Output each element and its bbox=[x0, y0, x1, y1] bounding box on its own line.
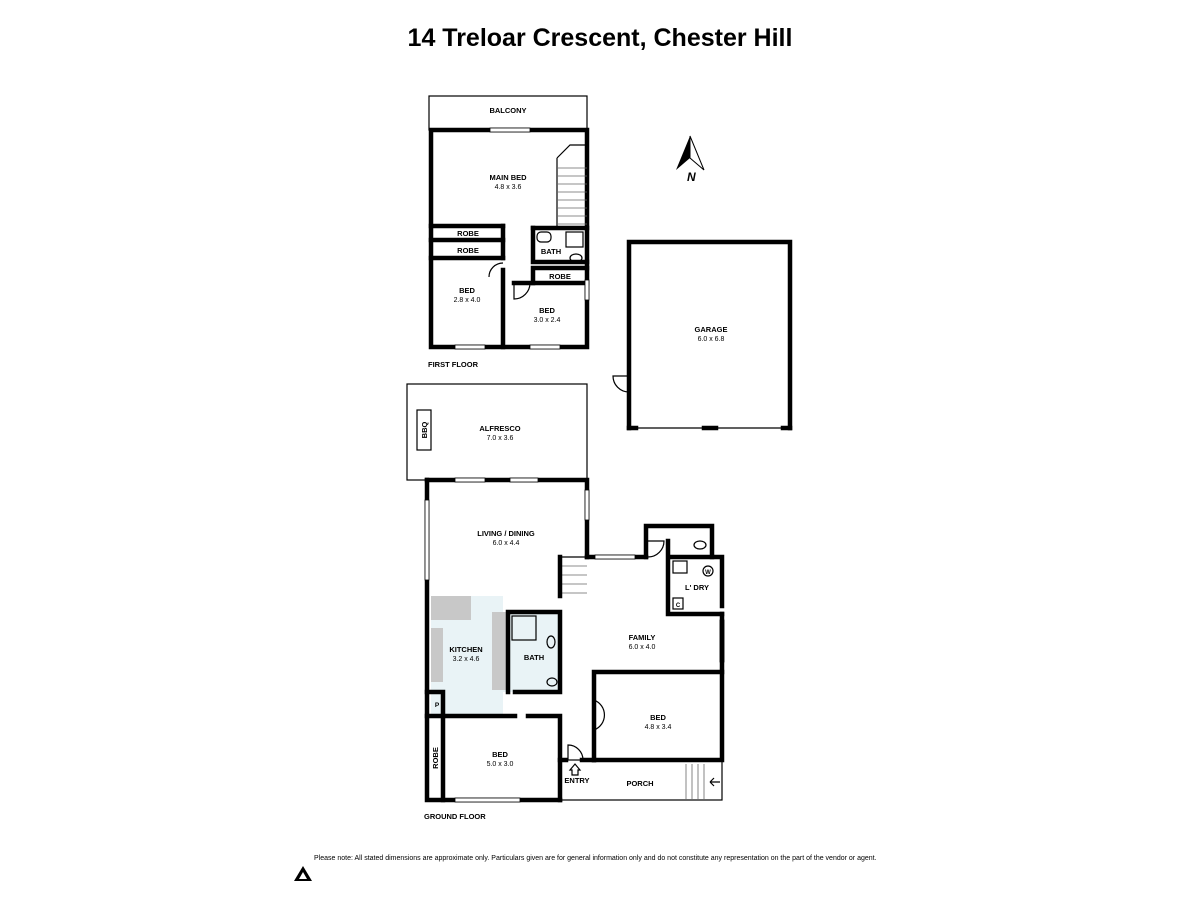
family-bed-wall bbox=[591, 611, 725, 763]
room-label-alfresco: ALFRESCO bbox=[479, 424, 520, 433]
room-label-bed: BED bbox=[650, 713, 666, 722]
room-dims-living-dining: 6.0 x 4.4 bbox=[493, 540, 520, 547]
room-label-entry: ENTRY bbox=[564, 776, 589, 785]
window bbox=[454, 344, 486, 350]
pantry-walls bbox=[424, 689, 446, 719]
agency-logo-icon bbox=[294, 866, 312, 881]
room-dims-bed: 2.8 x 4.0 bbox=[454, 297, 481, 304]
sink-icon bbox=[672, 560, 688, 574]
room-dims-garage: 6.0 x 6.8 bbox=[698, 336, 725, 343]
first-floor-outer-wall bbox=[428, 127, 590, 350]
kitchen-island bbox=[492, 612, 508, 690]
ground-floor-label: GROUND FLOOR bbox=[424, 812, 486, 821]
disclaimer-text: Please note: All stated dimensions are a… bbox=[314, 855, 877, 862]
compass-label: N bbox=[687, 170, 696, 184]
room-dims-bed: 3.0 x 2.4 bbox=[534, 317, 561, 324]
porch-outline bbox=[559, 759, 723, 801]
room-dims-main-bed: 4.8 x 3.6 bbox=[495, 184, 522, 191]
room-dims-family: 6.0 x 4.0 bbox=[629, 644, 656, 651]
shower-icon bbox=[511, 615, 537, 641]
basin-icon bbox=[536, 231, 552, 243]
room-label-robe: ROBE bbox=[457, 229, 479, 238]
wc-door-arc bbox=[647, 540, 665, 558]
room-label-living-dining: LIVING / DINING bbox=[477, 529, 535, 538]
room-label-robe: ROBE bbox=[549, 272, 571, 281]
wc-walls bbox=[643, 523, 725, 609]
kitchen-bench-side bbox=[431, 628, 443, 682]
washer-label: W bbox=[705, 570, 711, 576]
room-label-family: FAMILY bbox=[629, 633, 656, 642]
cupboard-label: C bbox=[676, 603, 681, 609]
room-dims-kitchen: 3.2 x 4.6 bbox=[453, 656, 480, 663]
room-label-porch: PORCH bbox=[626, 779, 653, 788]
washer-icon bbox=[702, 565, 714, 577]
bath-left-wall bbox=[530, 225, 590, 265]
room-label-bed: BED bbox=[459, 286, 475, 295]
room-label-bed: BED bbox=[539, 306, 555, 315]
basin-icon bbox=[546, 635, 556, 649]
pantry-label: P bbox=[435, 702, 440, 709]
balcony-door bbox=[489, 127, 531, 133]
room-label-balcony: BALCONY bbox=[489, 106, 526, 115]
plan-title: 14 Treloar Crescent, Chester Hill bbox=[407, 24, 793, 52]
cupboard-outline bbox=[672, 597, 684, 610]
porch-arrow-icon bbox=[709, 777, 720, 787]
door-arc-1 bbox=[488, 262, 504, 278]
room-label-robe: ROBE bbox=[457, 246, 479, 255]
bath-ground-walls bbox=[505, 609, 563, 695]
compass-arrow-icon bbox=[676, 136, 690, 170]
room-label-garage: GARAGE bbox=[695, 325, 728, 334]
room-label-bath-ground: BATH bbox=[524, 653, 544, 662]
toilet-icon bbox=[569, 253, 583, 263]
door-arc-2 bbox=[513, 282, 531, 300]
entry-arrow-icon bbox=[568, 763, 582, 776]
door-arc bbox=[593, 699, 606, 731]
room-label-robe-ground: ROBE bbox=[431, 747, 440, 769]
stairs-ground bbox=[559, 556, 587, 596]
garage: GARAGE 6.0 x 6.8 bbox=[612, 239, 793, 431]
room-label-kitchen: KITCHEN bbox=[449, 645, 482, 654]
room-dims-alfresco: 7.0 x 3.6 bbox=[487, 435, 514, 442]
room-label-bath-upper: BATH bbox=[541, 247, 561, 256]
porch-steps bbox=[685, 764, 705, 800]
first-floor: BALCONY MAIN BED 4.8 x 3.6 ROBE ROBE BAT… bbox=[428, 95, 590, 369]
garage-door-arc bbox=[612, 375, 630, 393]
toilet-icon bbox=[693, 540, 707, 550]
window bbox=[584, 279, 590, 301]
room-label-laundry: L' DRY bbox=[685, 583, 709, 592]
window bbox=[529, 344, 561, 350]
stairs-first bbox=[556, 144, 587, 228]
shower-icon bbox=[565, 231, 584, 248]
room-label-bed: BED bbox=[492, 750, 508, 759]
room-dims-bed: 4.8 x 3.4 bbox=[645, 724, 672, 731]
north-arrow: N bbox=[676, 135, 705, 184]
bbq-outline bbox=[416, 409, 432, 451]
laundry-walls bbox=[665, 538, 725, 617]
toilet-icon bbox=[546, 677, 558, 687]
room-label-main-bed: MAIN BED bbox=[489, 173, 527, 182]
room-dims-bed: 5.0 x 3.0 bbox=[487, 761, 514, 768]
bbq-label: BBQ bbox=[420, 422, 429, 439]
ground-floor: BBQ ALFRESCO 7.0 x 3.6 BATH bbox=[406, 383, 725, 821]
first-floor-label: FIRST FLOOR bbox=[428, 360, 479, 369]
kitchen-bench bbox=[431, 596, 471, 620]
entry-door-arc bbox=[567, 744, 584, 761]
